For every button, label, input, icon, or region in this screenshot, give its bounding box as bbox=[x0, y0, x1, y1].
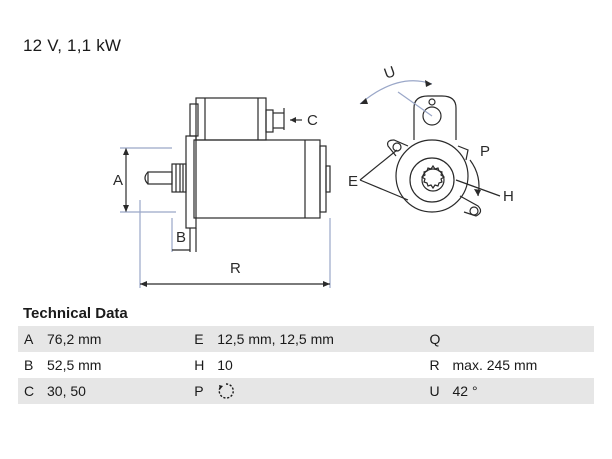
table-row: A 76,2 mm E 12,5 mm, 12,5 mm Q bbox=[18, 326, 594, 352]
label-H: H bbox=[503, 188, 514, 205]
label-P: P bbox=[480, 143, 490, 160]
spec-key: A bbox=[18, 326, 47, 352]
header-spec: 12 V, 1,1 kW bbox=[23, 36, 122, 55]
label-A: A bbox=[113, 172, 123, 189]
spec-key: B bbox=[24, 357, 34, 373]
technical-data-title: Technical Data bbox=[23, 305, 128, 322]
spec-value: max. 245 mm bbox=[452, 357, 538, 373]
spec-key: R bbox=[429, 357, 440, 373]
clockwise-rotation-icon bbox=[218, 383, 235, 399]
spec-key: H bbox=[194, 357, 205, 373]
spec-value-rotation bbox=[217, 378, 424, 404]
spec-value: 42 ° bbox=[452, 378, 594, 404]
label-C: C bbox=[307, 112, 318, 129]
table-row: C 30, 50 P U 42 ° bbox=[18, 378, 594, 404]
spec-key: C bbox=[18, 378, 47, 404]
spec-key: U bbox=[423, 378, 453, 404]
spec-value: 76,2 mm bbox=[47, 326, 189, 352]
spec-value: 30, 50 bbox=[47, 378, 189, 404]
spec-key: Q bbox=[423, 326, 453, 352]
spec-value bbox=[452, 326, 594, 352]
spec-key: E bbox=[188, 326, 218, 352]
label-U: U bbox=[382, 63, 398, 83]
table-row: B 52,5 mm H 10 R max. 245 mm bbox=[18, 352, 594, 378]
spec-key: P bbox=[188, 378, 218, 404]
spec-value: 52,5 mm bbox=[47, 357, 102, 373]
label-B: B bbox=[176, 229, 186, 246]
spec-value: 10 bbox=[217, 357, 233, 373]
label-E: E bbox=[348, 173, 358, 190]
spec-value: 12,5 mm, 12,5 mm bbox=[217, 326, 424, 352]
technical-data-table: A 76,2 mm E 12,5 mm, 12,5 mm Q B 52,5 mm… bbox=[18, 326, 594, 404]
technical-drawing: A B C E H P R U bbox=[113, 63, 514, 288]
label-R: R bbox=[230, 260, 241, 277]
